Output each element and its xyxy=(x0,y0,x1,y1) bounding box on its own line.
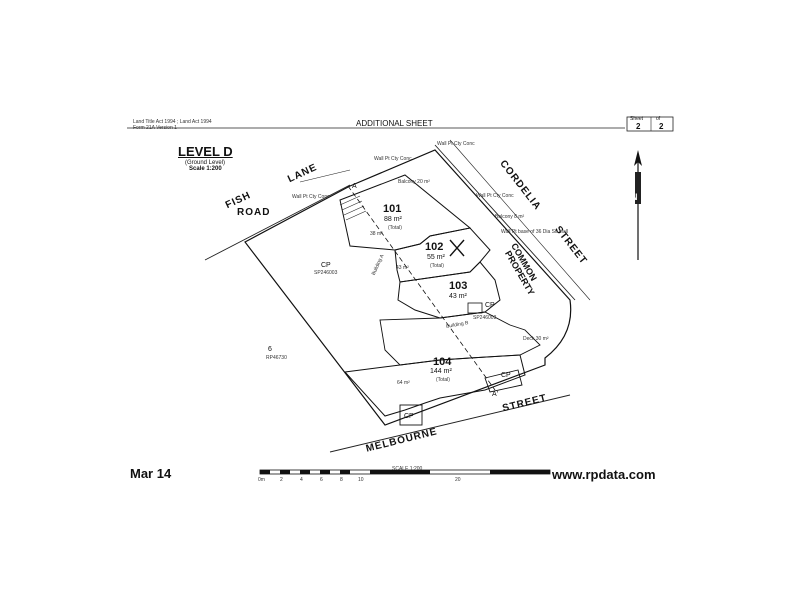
lot-102-number: 102 xyxy=(425,241,444,253)
sheet-total: 2 xyxy=(659,122,664,131)
scale-tick-6: 6 xyxy=(320,477,323,483)
lot-6-label: 6 xyxy=(268,346,272,353)
sheet-label: Sheet xyxy=(630,116,644,122)
plan-sheet xyxy=(127,116,675,484)
lot-104-boundary xyxy=(343,354,526,417)
melbourne-street-line xyxy=(329,394,571,453)
sp-small-label: SP246003 xyxy=(473,315,497,321)
cp-small-box xyxy=(467,302,483,314)
level-title: LEVEL D xyxy=(178,144,233,159)
stair-hatch xyxy=(339,195,367,221)
balcony-102-label: Balcony 8 m² xyxy=(495,214,525,220)
cp-small-label: CP xyxy=(485,302,495,309)
lot-6-rp-label: RP46730 xyxy=(266,355,287,361)
cp-bottom-right-box xyxy=(484,369,523,393)
area-38-label: 38 m² xyxy=(370,231,383,237)
wall-note-1: Wall Pt Cty Conc xyxy=(374,156,412,162)
lot-102-boundary xyxy=(394,227,491,283)
lot-104-note: (Total) xyxy=(436,377,450,383)
lot-103-boundary xyxy=(397,261,501,319)
level-subtitle: (Ground Level) xyxy=(185,160,226,166)
north-arrow-icon xyxy=(634,150,642,260)
cordelia-street-line-inner xyxy=(449,139,591,301)
scale-tick-0: 0m xyxy=(258,477,265,483)
area-43-label: 43 m² xyxy=(396,265,409,271)
section-line-a xyxy=(347,185,496,391)
legislation-line-1: Land Title Act 1994 ; Land Act 1994 xyxy=(133,119,212,125)
lot-101-note: (Total) xyxy=(388,225,402,231)
cp-bottom-right-label: CP xyxy=(501,372,511,379)
lot-101-number: 101 xyxy=(383,203,402,215)
lot-101-area: 88 m² xyxy=(384,216,402,223)
lot-104-number: 104 xyxy=(433,356,452,368)
area-64-label: 64 m² xyxy=(397,380,410,386)
sheet-number-box xyxy=(626,116,674,132)
fish-road-line xyxy=(204,184,351,261)
lot-103-number: 103 xyxy=(449,280,468,292)
deck-label: Deck 30 m² xyxy=(523,336,549,342)
north-label: N xyxy=(631,192,638,202)
scale-tick-10: 10 xyxy=(358,477,364,483)
volume-note: Wall Pt base of 36 Dia Str wall xyxy=(501,229,569,235)
lot-102-area: 55 m² xyxy=(427,254,445,261)
sheet-number: 2 xyxy=(636,122,641,131)
scale-tick-20: 20 xyxy=(455,477,461,483)
section-a-label: A xyxy=(352,183,357,190)
property-boundary xyxy=(244,149,572,426)
cp-main-label: CP xyxy=(321,262,331,269)
cp-bottom-left-box xyxy=(399,404,423,426)
wall-note-4: Wall Pt Cty Conc xyxy=(292,194,330,200)
street-road: ROAD xyxy=(237,207,271,218)
scale-tick-4: 4 xyxy=(300,477,303,483)
scale-bar-caption: SCALE 1:200 xyxy=(392,466,423,472)
cordelia-street-line-outer xyxy=(434,144,576,301)
footer-source: www.rpdata.com xyxy=(552,467,656,482)
section-a-prime-label: A' xyxy=(492,391,499,398)
scale-tick-2: 2 xyxy=(280,477,283,483)
lane-line xyxy=(299,169,351,183)
lot-104-area: 144 m² xyxy=(430,368,452,375)
of-label: of xyxy=(656,116,661,122)
wall-note-3: Wall Pt Cty Conc xyxy=(476,193,514,199)
wall-note-2: Wall Pt Cty Conc xyxy=(437,141,475,147)
building-b-boundary xyxy=(379,311,541,366)
cross-mark-icon xyxy=(449,239,465,257)
scale-tick-8: 8 xyxy=(340,477,343,483)
balcony-101-label: Balcony 20 m² xyxy=(398,179,430,185)
lot-103-area: 43 m² xyxy=(449,293,467,300)
footer-date: Mar 14 xyxy=(130,466,172,481)
sheet-title: ADDITIONAL SHEET xyxy=(356,119,433,128)
lot-101-boundary xyxy=(339,174,472,251)
legislation-line-2: Form 21A Version 1 xyxy=(133,125,177,131)
cp-bottom-left-label: CP xyxy=(404,413,414,420)
scale-bar xyxy=(259,469,551,475)
plan-scale: Scale 1:200 xyxy=(189,166,222,172)
lot-102-note: (Total) xyxy=(430,263,444,269)
sp-main-label: SP246003 xyxy=(314,270,338,276)
